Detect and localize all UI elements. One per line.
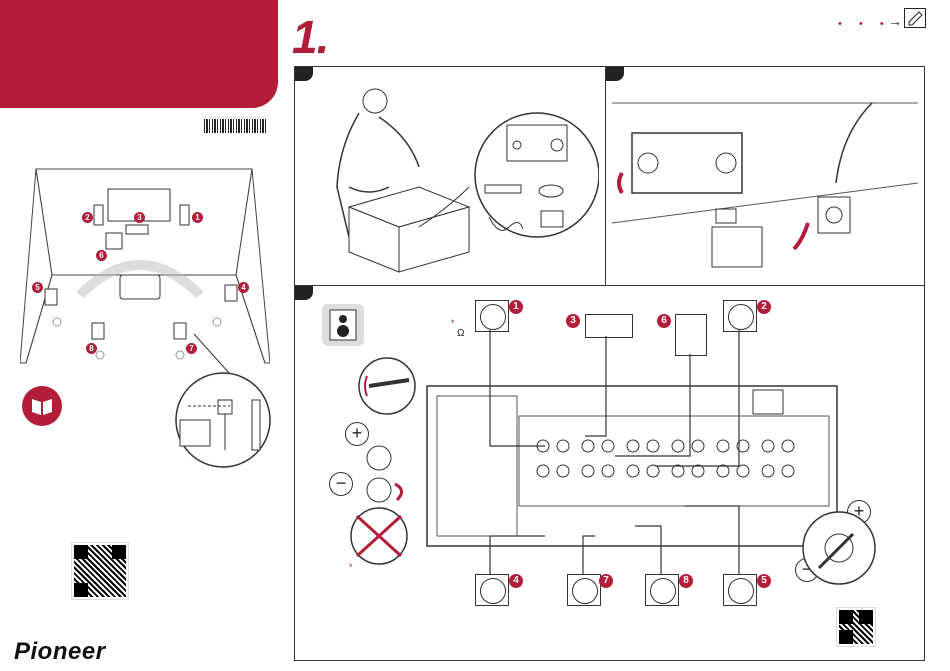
cover-color-block — [0, 0, 278, 108]
speaker-badge-8: 8 — [86, 343, 97, 354]
barcode — [204, 119, 268, 133]
connection-panel: * Ω * + − + − — [294, 285, 925, 661]
qr-code-left[interactable] — [72, 543, 128, 599]
progress-dots: • • • — [838, 18, 891, 30]
speaker-badge-3: 3 — [134, 212, 145, 223]
speaker-badge-4: 4 — [238, 282, 249, 293]
speaker-cables — [295, 286, 924, 660]
speaker-badge-2: 2 — [82, 212, 93, 223]
manual-book-icon — [22, 386, 62, 426]
next-page-icon[interactable] — [904, 8, 926, 28]
speaker-badge-1: 1 — [192, 212, 203, 223]
unpacking-illustration — [309, 77, 599, 281]
step-number: 1. — [292, 10, 328, 64]
placement-panel — [605, 66, 925, 286]
unpack-panel — [294, 66, 606, 286]
listening-position-inset — [168, 370, 278, 470]
inset-pointer — [190, 330, 240, 380]
speaker-badge-6: 6 — [96, 250, 107, 261]
next-arrow-icon: → — [888, 13, 902, 29]
placement-illustration — [612, 73, 918, 279]
qr-code-right[interactable] — [837, 608, 875, 646]
speaker-badge-5: 5 — [32, 282, 43, 293]
pioneer-logo: Pioneer — [14, 638, 106, 666]
